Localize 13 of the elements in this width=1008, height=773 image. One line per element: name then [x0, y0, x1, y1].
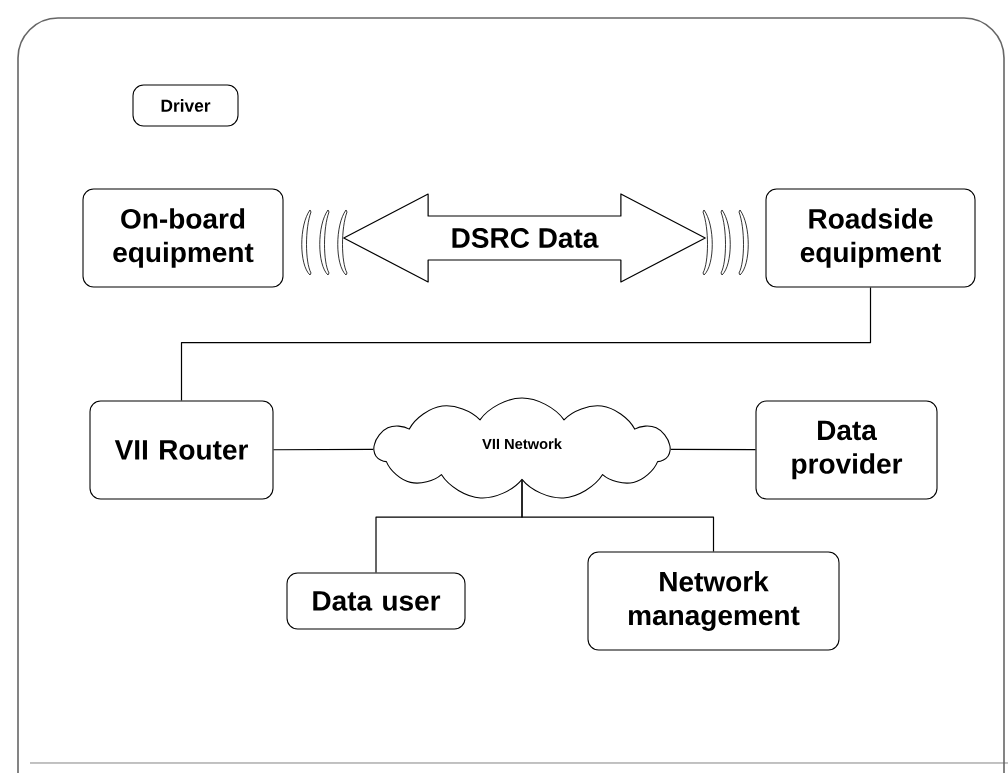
- rounded-box: Network management: [587, 551, 840, 651]
- connector-line: [180, 286, 872, 402]
- rounded-box: Driver: [132, 84, 239, 127]
- connector-line: [272, 448, 374, 451]
- rounded-box: Data provider: [755, 400, 938, 500]
- rounded-box: Roadside equipment: [765, 188, 976, 288]
- rounded-box: On-board equipment: [82, 188, 284, 288]
- rounded-box: VII Router: [89, 400, 274, 500]
- rounded-box: Data user: [286, 572, 466, 630]
- edge-label: DSRC Data: [449, 226, 600, 250]
- connector-line: [670, 448, 757, 451]
- connector-line: [521, 479, 715, 553]
- network-cloud: VII Network: [373, 397, 671, 499]
